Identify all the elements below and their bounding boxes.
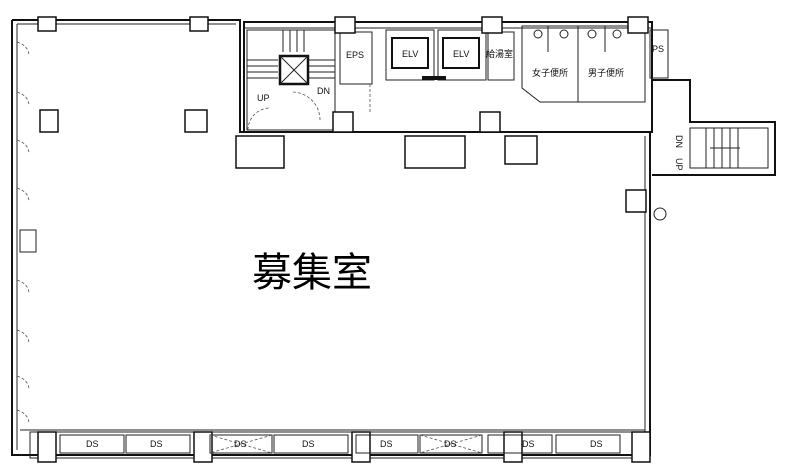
mens-restroom-label: 男子便所: [588, 67, 624, 78]
stair-right: DN UP: [652, 79, 776, 176]
womens-restroom-label: 女子便所: [532, 67, 568, 78]
ps-label: PS: [652, 44, 664, 54]
core-area: UP DN EPS ELV ELV 給湯室 女子便所 男子便所 PS: [243, 21, 669, 133]
ds-label-8: DS: [590, 439, 603, 449]
ds-label-2: DS: [150, 439, 163, 449]
left-window-arcs: [16, 41, 37, 425]
kitchenette-label: 給湯室: [486, 48, 513, 59]
columns: [37, 16, 667, 221]
eps-room: [339, 31, 373, 85]
elevator-label-2: ELV: [453, 49, 469, 59]
ds-label-5: DS: [380, 439, 393, 449]
stair-right-down-label: DN: [674, 135, 684, 148]
eps-label: EPS: [346, 50, 364, 60]
stair-down-label: DN: [317, 86, 330, 96]
ds-label-7: DS: [522, 439, 535, 449]
ds-label-1: DS: [86, 439, 99, 449]
stair-right-up-label: UP: [674, 158, 684, 171]
outer-walls: [11, 19, 651, 456]
ds-strip: DS DS DS DS DS DS DS DS: [29, 431, 651, 463]
stair-up-label: UP: [257, 93, 270, 103]
stair-left: [246, 29, 336, 131]
ds-label-4: DS: [302, 439, 315, 449]
ds-label-6: DS: [444, 439, 457, 449]
main-room-label: 募集室: [252, 250, 372, 296]
elevator-label-1: ELV: [402, 49, 418, 59]
ds-label-3: DS: [234, 439, 247, 449]
